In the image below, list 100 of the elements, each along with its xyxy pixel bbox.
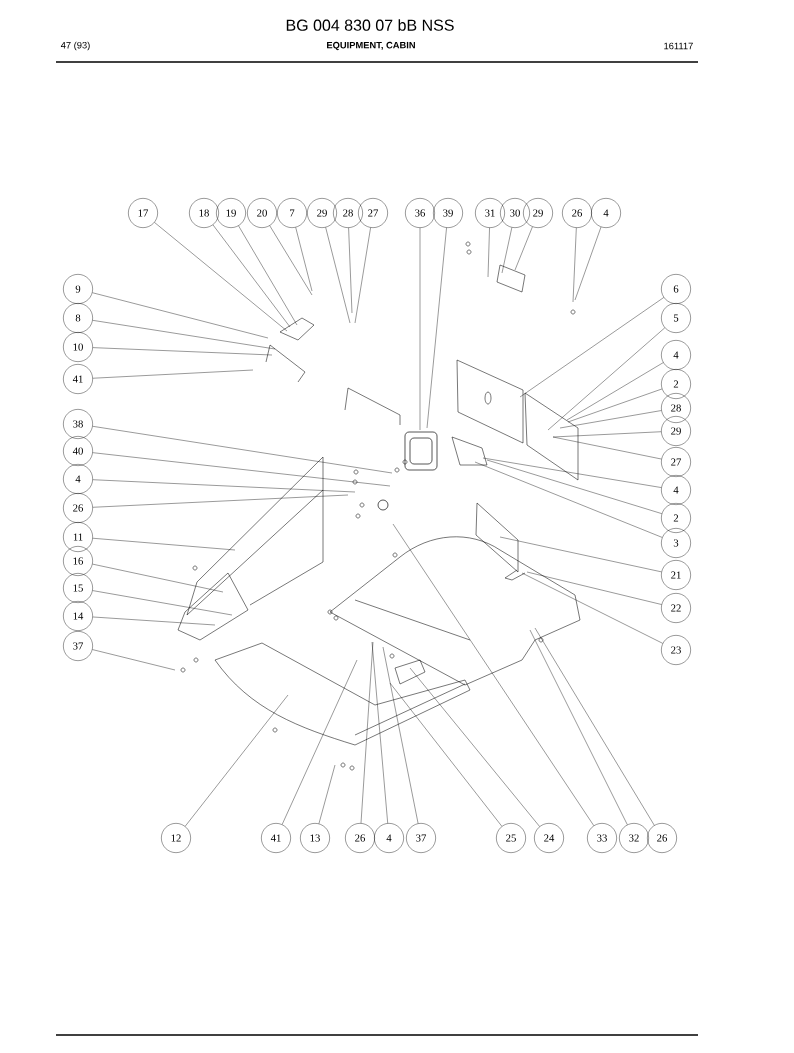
page-number: 47 (93) <box>60 41 90 51</box>
callout-number: 11 <box>63 522 93 552</box>
callout-number: 20 <box>247 198 277 228</box>
callout-number: 4 <box>374 823 404 853</box>
callout-number: 29 <box>307 198 337 228</box>
callout-number: 29 <box>661 416 691 446</box>
callout-number: 31 <box>475 198 505 228</box>
leader-line <box>295 227 313 292</box>
leader-line <box>482 457 662 488</box>
callout-number: 26 <box>562 198 592 228</box>
callout-number: 29 <box>523 198 553 228</box>
leader-line <box>501 227 513 274</box>
callout-number: 13 <box>300 823 330 853</box>
leader-line <box>92 563 224 593</box>
callout-number: 2 <box>661 369 691 399</box>
leader-line <box>574 226 602 301</box>
callout-number: 18 <box>189 198 219 228</box>
leader-line <box>184 694 289 827</box>
leader-line <box>382 646 419 824</box>
callout-number: 5 <box>661 303 691 333</box>
leader-line <box>567 388 663 423</box>
leader-line <box>360 641 374 824</box>
leader-line <box>348 227 353 314</box>
callout-number: 27 <box>661 447 691 477</box>
leader-line <box>281 659 358 825</box>
leader-line <box>371 641 388 824</box>
callout-number: 14 <box>63 601 93 631</box>
leader-line <box>92 347 273 356</box>
callout-number: 17 <box>128 198 158 228</box>
leader-line <box>487 227 490 278</box>
callout-number: 12 <box>161 823 191 853</box>
leader-line <box>212 224 291 328</box>
callout-number: 26 <box>63 493 93 523</box>
leader-line <box>92 649 176 671</box>
leader-line <box>269 225 313 296</box>
leader-line <box>514 226 533 271</box>
leader-line <box>389 682 503 827</box>
callout-number: 30 <box>500 198 530 228</box>
leader-line <box>547 327 666 431</box>
callout-number: 33 <box>587 823 617 853</box>
leader-line <box>238 225 298 326</box>
section-heading: EQUIPMENT, CABIN <box>327 41 415 51</box>
callout-number: 39 <box>433 198 463 228</box>
callout-number: 26 <box>647 823 677 853</box>
callout-number: 22 <box>661 593 691 623</box>
leader-line <box>526 571 662 605</box>
callout-number: 15 <box>63 573 93 603</box>
leader-line <box>92 292 269 339</box>
callout-number: 8 <box>63 303 93 333</box>
callout-number: 9 <box>63 274 93 304</box>
callout-number: 41 <box>63 364 93 394</box>
callout-number: 32 <box>619 823 649 853</box>
leader-line <box>92 590 233 616</box>
leader-line <box>419 227 421 431</box>
callout-number: 4 <box>591 198 621 228</box>
callout-number: 40 <box>63 436 93 466</box>
callout-number: 24 <box>534 823 564 853</box>
callout-number: 3 <box>661 528 691 558</box>
leader-line <box>92 494 349 508</box>
leader-line <box>559 410 662 429</box>
callout-number: 2 <box>661 503 691 533</box>
date-code: 161117 <box>664 42 693 50</box>
leader-line <box>552 436 662 460</box>
leader-line <box>409 667 540 827</box>
leader-line <box>572 227 577 303</box>
callout-number: 10 <box>63 332 93 362</box>
callout-number: 37 <box>406 823 436 853</box>
leader-line <box>154 222 288 332</box>
leader-line <box>92 369 254 379</box>
leader-line <box>354 227 371 324</box>
leader-line <box>534 627 655 826</box>
leader-line <box>392 523 594 826</box>
leader-line <box>92 479 356 493</box>
callout-number: 36 <box>405 198 435 228</box>
callout-number: 26 <box>345 823 375 853</box>
callout-number: 38 <box>63 409 93 439</box>
leader-line <box>318 764 336 824</box>
callout-number: 6 <box>661 274 691 304</box>
leader-line <box>426 227 447 429</box>
leader-line <box>92 320 276 350</box>
callout-number: 7 <box>277 198 307 228</box>
callout-number: 37 <box>63 631 93 661</box>
leader-line <box>325 227 351 324</box>
callout-number: 16 <box>63 546 93 576</box>
callout-number: 27 <box>358 198 388 228</box>
callout-number: 23 <box>661 635 691 665</box>
leader-line <box>474 461 663 538</box>
leader-line <box>486 459 662 514</box>
leader-line <box>92 538 236 551</box>
callout-number: 4 <box>661 340 691 370</box>
leader-line <box>519 297 664 398</box>
leader-line <box>92 426 393 474</box>
callout-number: 28 <box>333 198 363 228</box>
leader-line <box>552 431 662 438</box>
leader-line <box>566 362 664 421</box>
leader-line <box>92 452 391 487</box>
callout-number: 4 <box>63 464 93 494</box>
callout-number: 4 <box>661 475 691 505</box>
callout-number: 19 <box>216 198 246 228</box>
leader-line <box>521 572 663 644</box>
